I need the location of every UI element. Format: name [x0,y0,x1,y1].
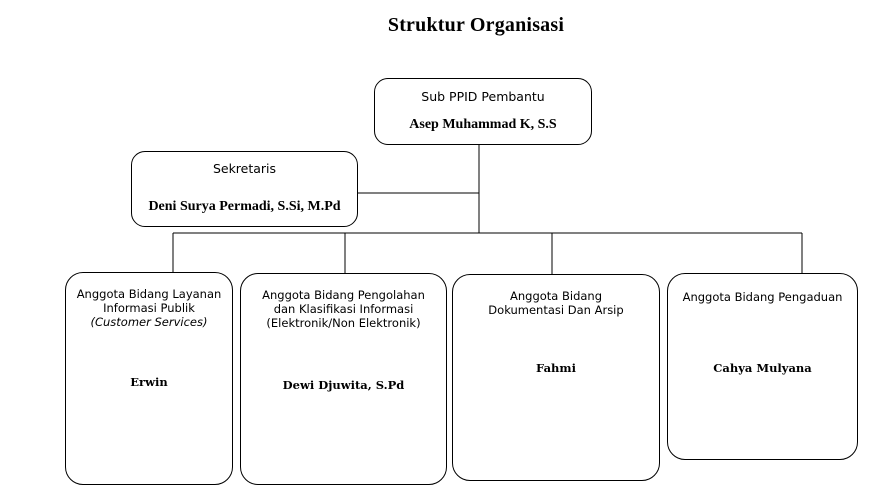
head-box: Sub PPID Pembantu Asep Muhammad K, S.S [374,78,592,145]
member-name: Dewi Djuwita, S.Pd [282,378,405,392]
secretary-name: Deni Surya Permadi, S.Si, M.Pd [148,199,341,214]
member-box-dokumentasi: Anggota Bidang Dokumentasi Dan Arsip Fah… [452,274,660,481]
member-name: Fahmi [536,361,576,375]
member-role-line: Anggota Bidang [509,289,603,303]
member-box-pengolahan: Anggota Bidang Pengolahan dan Klasifikas… [240,273,447,485]
member-role-line: Dokumentasi Dan Arsip [488,303,624,317]
member-role: Anggota Bidang Dokumentasi Dan Arsip [457,289,655,317]
member-role-line: Anggota Bidang Pengolahan [262,288,425,302]
member-role-line: dan Klasifikasi Informasi [273,302,414,316]
member-name: Erwin [130,375,168,389]
head-role: Sub PPID Pembantu [421,89,545,104]
member-role-note: (Customer Services) [90,315,208,329]
secretary-role: Sekretaris [212,161,277,176]
head-name: Asep Muhammad K, S.S [409,117,557,132]
member-box-pengaduan: Anggota Bidang Pengaduan Cahya Mulyana [667,273,858,460]
secretary-box: Sekretaris Deni Surya Permadi, S.Si, M.P… [131,151,358,227]
member-role-line: Anggota Bidang Layanan [76,287,222,301]
member-role-line: Informasi Publik [103,301,195,315]
member-role: Anggota Bidang Pengaduan [672,290,853,304]
member-box-layanan: Anggota Bidang Layanan Informasi Publik … [65,272,233,485]
member-role-line: Anggota Bidang Pengaduan [682,290,843,304]
page-title: Struktur Organisasi [387,14,565,36]
member-role: Anggota Bidang Pengolahan dan Klasifikas… [245,288,442,330]
member-role: Anggota Bidang Layanan Informasi Publik … [70,287,228,329]
member-role-line: (Elektronik/Non Elektronik) [266,316,421,330]
member-name: Cahya Mulyana [713,361,812,375]
